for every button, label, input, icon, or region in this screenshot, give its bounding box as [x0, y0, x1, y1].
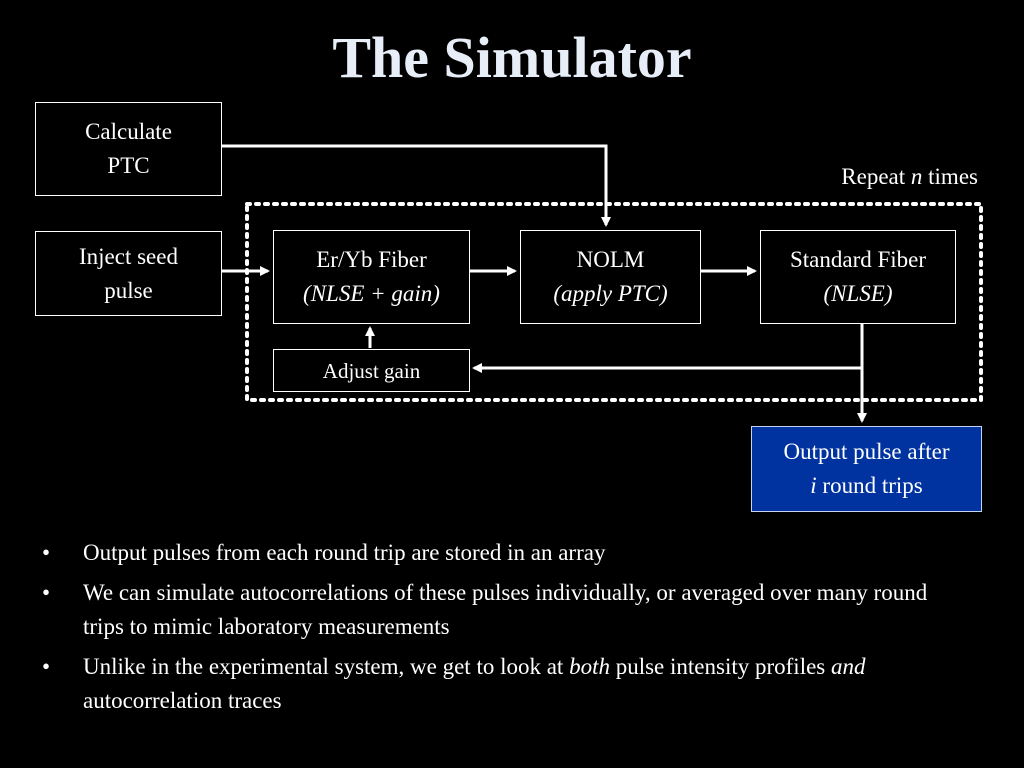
repeat-loop-frame: [245, 202, 983, 402]
nolm-line1: NOLM: [576, 247, 645, 272]
calculate-ptc-box: Calculate PTC: [35, 102, 222, 196]
calculate-ptc-line1: Calculate: [85, 119, 172, 144]
ptc-to-nolm-arrow: [222, 144, 611, 227]
inject-seed-pulse-box: Inject seed pulse: [35, 231, 222, 316]
output-variable: i: [810, 473, 817, 498]
bullet-text: Output pulses from each round trip are s…: [83, 540, 606, 565]
bullet-item: • Unlike in the experimental system, we …: [42, 650, 942, 718]
std-fiber-line2: (NLSE): [823, 281, 893, 306]
output-line2: i round trips: [810, 469, 922, 503]
repeat-label: Repeat n times: [841, 162, 978, 192]
eryb-line1: Er/Yb Fiber: [316, 247, 427, 272]
bullet-text-italic-both: both: [569, 654, 610, 679]
inject-line1: Inject seed: [79, 243, 178, 269]
bullet-text-part1: Unlike in the experimental system, we ge…: [83, 654, 570, 679]
eryb-fiber-box: Er/Yb Fiber (NLSE + gain): [273, 230, 470, 324]
bullet-marker: •: [42, 540, 51, 565]
repeat-label-variable: n: [910, 164, 923, 189]
nolm-line2: (apply PTC): [553, 281, 668, 306]
bullet-marker: •: [42, 580, 51, 605]
calculate-ptc-line2: PTC: [107, 153, 150, 178]
bullet-item: • Output pulses from each round trip are…: [42, 536, 942, 570]
bullet-marker: •: [42, 654, 51, 679]
repeat-label-prefix: Repeat: [841, 164, 911, 189]
eryb-line2: (NLSE + gain): [303, 281, 440, 306]
repeat-label-suffix: times: [922, 164, 978, 189]
output-line1: Output pulse after: [783, 439, 950, 464]
slide-title: The Simulator: [332, 25, 692, 90]
bullet-item: • We can simulate autocorrelations of th…: [42, 576, 942, 644]
std-fiber-line1: Standard Fiber: [789, 247, 927, 272]
bullet-text-italic-and: and: [831, 654, 866, 679]
adjust-gain-label: Adjust gain: [322, 358, 421, 383]
inject-line2: pulse: [104, 277, 153, 303]
output-line2-rest: round trips: [816, 473, 923, 498]
bullet-text: We can simulate autocorrelations of thes…: [83, 580, 928, 639]
bullet-text-part2: pulse intensity profiles: [609, 654, 831, 679]
bullet-text-part3: autocorrelation traces: [83, 688, 282, 713]
nolm-box: NOLM (apply PTC): [520, 230, 701, 324]
standard-fiber-box: Standard Fiber (NLSE): [760, 230, 956, 324]
bullet-list: • Output pulses from each round trip are…: [42, 536, 942, 724]
output-pulse-box: Output pulse after i round trips: [751, 426, 982, 512]
adjust-gain-box: Adjust gain: [273, 349, 470, 392]
